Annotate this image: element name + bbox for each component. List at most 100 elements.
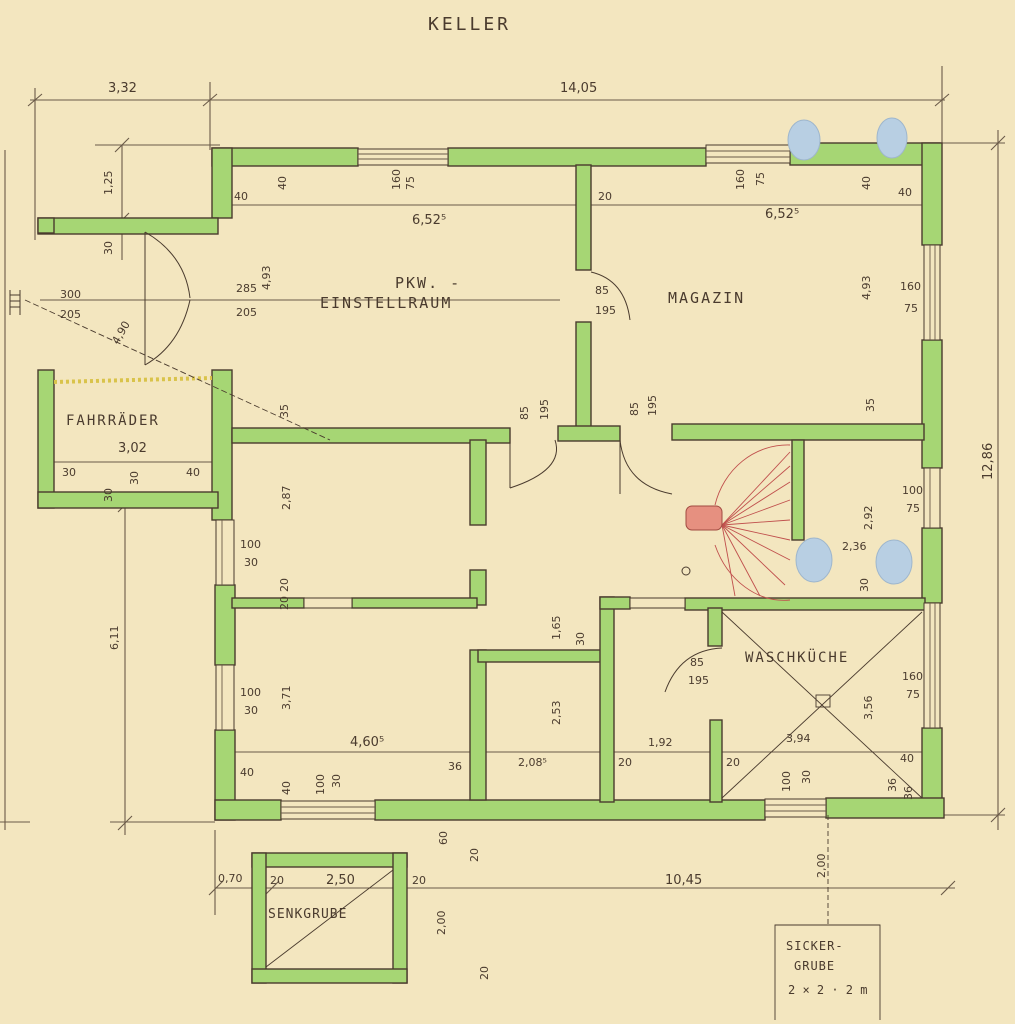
dim-win-mag-160: 160 <box>734 169 747 190</box>
dim-win-stair-100: 100 <box>902 484 923 497</box>
fahrraeder-diagonal <box>24 299 331 441</box>
dim-sicker-dist: 2,00 <box>815 854 828 879</box>
dim-mag-width: 6,52⁵ <box>765 207 799 222</box>
dim-win-stair-75: 75 <box>906 502 920 515</box>
door-swings <box>144 231 723 693</box>
dim-room-292: 2,92 <box>862 506 875 531</box>
dim-win-100a: 100 <box>240 538 261 551</box>
room-label-pkw-1: PKW. - <box>395 274 461 292</box>
dim-door-85a: 85 <box>595 284 609 297</box>
waschkueche-cross <box>721 611 923 799</box>
dim-36c: 36 <box>902 786 915 800</box>
dim-room-30d: 30 <box>858 578 871 592</box>
dim-room-394: 3,94 <box>786 732 811 745</box>
dim-senk-width: 2,50 <box>326 873 355 888</box>
dim-win-100b: 100 <box>240 686 261 699</box>
dim-senk-wall-t: 20 <box>468 848 481 862</box>
dim-fahr-30b: 30 <box>128 471 141 485</box>
room-label-waschkueche: WASCHKÜCHE <box>745 648 849 666</box>
dim-room-236: 2,36 <box>842 540 867 553</box>
dim-win-wasch-75: 75 <box>906 688 920 701</box>
dim-right-total: 12,86 <box>981 443 996 480</box>
dim-35b: 35 <box>864 398 877 412</box>
dim-win-100c: 100 <box>314 774 327 795</box>
dim-door-85c: 85 <box>628 402 641 416</box>
dim-senk-wall-r: 20 <box>412 874 426 887</box>
dim-40f: 40 <box>280 781 293 795</box>
dim-40e: 40 <box>240 766 254 779</box>
dim-win-top-75: 75 <box>404 176 417 190</box>
dim-room-356: 3,56 <box>862 696 875 721</box>
label-sickergrube-2: GRUBE <box>794 959 835 973</box>
dim-door-195a: 195 <box>595 304 616 317</box>
sickergrube-box <box>774 815 881 1020</box>
dim-door-pkw-285: 285 <box>236 282 257 295</box>
dim-20d: 20 <box>726 756 740 769</box>
dim-40a: 40 <box>234 190 248 203</box>
dim-room-460: 4,60⁵ <box>350 735 384 750</box>
dim-senk-wall-b: 20 <box>478 966 491 980</box>
dim-door-195c: 195 <box>646 395 659 416</box>
windows <box>53 144 941 820</box>
dim-left-lower: 6,11 <box>108 626 121 651</box>
room-label-pkw-2: EINSTELLRAUM <box>320 294 452 312</box>
dim-mag-height: 4,93 <box>860 276 873 301</box>
blue-tape-marks <box>787 117 913 585</box>
dim-win-30b: 30 <box>244 704 258 717</box>
dim-fahr-40: 40 <box>186 466 200 479</box>
dim-30b: 30 <box>102 488 115 502</box>
dim-win-mag-side-75: 75 <box>904 302 918 315</box>
dim-door-fahr-300: 300 <box>60 288 81 301</box>
dim-20c: 20 <box>618 756 632 769</box>
dim-room-2085: 2,08⁵ <box>518 756 547 769</box>
dim-room-192: 1,92 <box>648 736 673 749</box>
dim-senk-wall-l: 20 <box>270 874 284 887</box>
dim-top-total: 14,05 <box>560 81 597 96</box>
senkgrube-diagonal <box>265 869 394 968</box>
dim-win-30a: 30 <box>244 556 258 569</box>
dim-room-287: 2,87 <box>280 486 293 511</box>
label-sickergrube-3: 2 × 2 · 2 m <box>788 983 867 997</box>
dim-door-85d: 85 <box>690 656 704 669</box>
label-sickergrube-1: SICKER- <box>786 939 844 953</box>
dim-bottom-left: 0,70 <box>218 872 243 885</box>
room-label-senkgrube: SENKGRUBE <box>268 907 347 922</box>
dim-room-30c: 30 <box>574 632 587 646</box>
dim-room-165: 1,65 <box>550 616 563 641</box>
dim-40d: 40 <box>898 186 912 199</box>
room-label-magazin: MAGAZIN <box>668 289 745 307</box>
dim-36a: 36 <box>448 760 462 773</box>
dim-door-pkw-205: 205 <box>236 306 257 319</box>
plan-title: KELLER <box>428 14 511 35</box>
dim-door-85b: 85 <box>518 406 531 420</box>
dim-bottom-total: 10,45 <box>665 873 702 888</box>
dim-door-fahr-205: 205 <box>60 308 81 321</box>
dim-20a: 20 <box>598 190 612 203</box>
dim-40g: 40 <box>900 752 914 765</box>
dim-room-371: 3,71 <box>280 686 293 711</box>
dim-fahr-30a: 30 <box>62 466 76 479</box>
dim-senk-depth-top: 60 <box>437 831 450 845</box>
dim-top-left: 3,32 <box>108 81 137 96</box>
dim-40b: 40 <box>276 176 289 190</box>
dim-fahr-width: 3,02 <box>118 441 147 456</box>
dim-win-top-160: 160 <box>390 169 403 190</box>
dim-win-mag-75: 75 <box>754 172 767 186</box>
dim-win-mag-side-160: 160 <box>900 280 921 293</box>
dim-30a: 30 <box>102 241 115 255</box>
dim-room-253: 2,53 <box>550 701 563 726</box>
dim-win-30c: 30 <box>330 774 343 788</box>
dim-125: 1,25 <box>102 171 115 196</box>
dim-door-195d: 195 <box>688 674 709 687</box>
dim-win-30d: 30 <box>800 770 813 784</box>
dim-35a: 35 <box>278 404 291 418</box>
dim-door-195b: 195 <box>538 399 551 420</box>
stair-landing <box>685 505 723 531</box>
ladder-icon <box>9 290 21 315</box>
dim-win-wasch-160: 160 <box>902 670 923 683</box>
dim-pkw-height: 4,93 <box>260 266 273 291</box>
dim-20b: 20 <box>278 578 291 592</box>
overall-dimension-lines <box>0 66 1006 915</box>
